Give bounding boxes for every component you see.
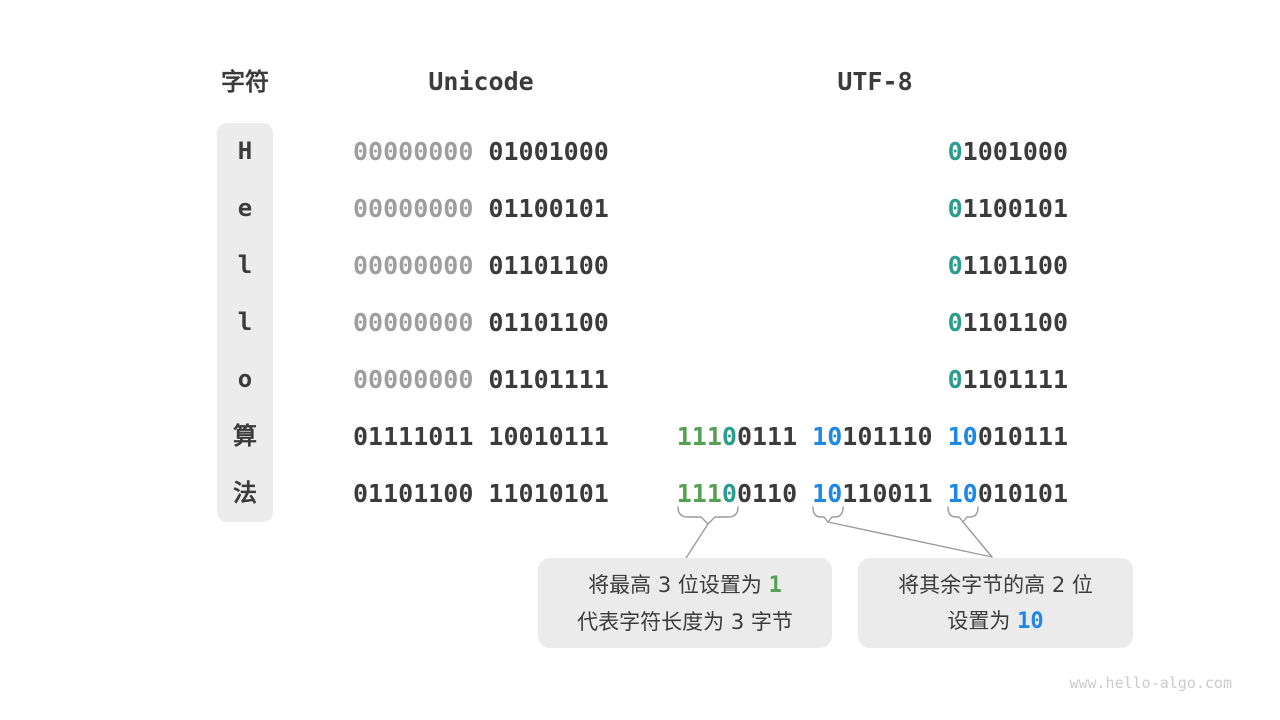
unicode-byte: 00000000 [353,137,474,166]
character-cell: o [237,365,253,393]
unicode-byte: 00000000 [353,308,474,337]
character-cell: 法 [233,479,257,507]
bit-segment: 0 [947,251,963,280]
unicode-byte: 00000000 [353,251,474,280]
unicode-bytes: 00000000 01101100 [353,294,609,351]
utf8-byte: 11100110 [677,465,797,522]
bit-segment: 10 [812,479,843,508]
bit-segment: 0 [947,308,963,337]
bit-segment: 1100101 [962,194,1068,223]
utf8-bytes: 01100101 [948,180,1068,237]
unicode-bytes: 00000000 01100101 [353,180,609,237]
unicode-byte: 01001000 [488,137,609,166]
note-line: 将其余字节的高 2 位 [898,572,1093,597]
connector-line-left [685,523,709,559]
note-line: 代表字符长度为 3 字节 [577,609,793,634]
bit-segment: 111 [676,479,722,508]
bit-segment: 010101 [977,479,1068,508]
bit-segment: 0 [721,422,737,451]
bit-segment: 010111 [977,422,1068,451]
unicode-byte: 00000000 [353,365,474,394]
note-text: 设置为 [947,608,1018,633]
utf8-bytes: 01101100 [948,237,1068,294]
unicode-byte: 01111011 [353,422,474,451]
note-text: 将最高 3 位设置为 [588,572,769,597]
connector-line-mid [827,521,993,558]
unicode-bytes: 01101100 11010101 [353,465,609,522]
unicode-byte: 01100101 [488,194,609,223]
utf8-byte: 01101100 [948,294,1068,351]
bit-segment: 101110 [842,422,933,451]
bit-segment: 0 [947,194,963,223]
column-header-utf8: UTF-8 [837,67,913,96]
character-column-strip [217,123,273,522]
bit-segment: 0 [721,479,737,508]
note-highlight-1: 1 [768,572,782,598]
utf8-byte: 10010111 [948,408,1068,465]
bit-segment: 110011 [842,479,933,508]
bit-segment: 0 [947,365,963,394]
unicode-byte: 11010101 [488,479,609,508]
bit-segment: 1101100 [962,308,1068,337]
unicode-byte: 00000000 [353,194,474,223]
character-cell: H [237,137,253,165]
character-cell: l [237,251,253,279]
bit-segment: 1001000 [962,137,1068,166]
bit-segment: 0111 [736,422,798,451]
unicode-bytes: 00000000 01101111 [353,351,609,408]
column-header-unicode: Unicode [428,67,534,96]
unicode-bytes: 01111011 10010111 [353,408,609,465]
unicode-byte: 01101100 [353,479,474,508]
note-box-continuation-bits: 将其余字节的高 2 位 设置为 10 [858,558,1133,648]
note-line: 将最高 3 位设置为 1 [538,567,832,604]
utf8-bytes: 01101111 [948,351,1068,408]
utf8-byte: 01001000 [948,123,1068,180]
utf8-bytes: 01101100 [948,294,1068,351]
bit-segment: 0 [947,137,963,166]
character-cell: l [237,308,253,336]
utf8-byte: 10101110 [812,408,932,465]
bit-segment: 1101100 [962,251,1068,280]
bit-segment: 10 [812,422,843,451]
bit-segment: 10 [947,479,978,508]
utf8-byte: 10010101 [948,465,1068,522]
connector-line-right [962,521,993,558]
character-cell: e [237,194,253,222]
note-line: 设置为 10 [858,603,1133,640]
column-header-character: 字符 [221,68,269,96]
utf8-byte: 10110011 [812,465,932,522]
unicode-byte: 01101100 [488,308,609,337]
note-highlight-10: 10 [1017,608,1044,634]
bit-segment: 0110 [736,479,798,508]
unicode-bytes: 00000000 01101100 [353,237,609,294]
utf8-bytes: 01001000 [948,123,1068,180]
bit-segment: 1101111 [962,365,1068,394]
note-box-leading-bits: 将最高 3 位设置为 1 代表字符长度为 3 字节 [538,558,832,648]
utf8-byte: 01100101 [948,180,1068,237]
unicode-byte: 01101100 [488,251,609,280]
utf8-byte: 01101100 [948,237,1068,294]
bit-segment: 111 [676,422,722,451]
utf8-byte: 01101111 [948,351,1068,408]
character-cell: 算 [233,422,257,450]
unicode-byte: 01101111 [488,365,609,394]
unicode-bytes: 00000000 01001000 [353,123,609,180]
watermark: www.hello-algo.com [1069,674,1232,692]
utf8-byte: 11100111 [677,408,797,465]
bit-segment: 10 [947,422,978,451]
unicode-byte: 10010111 [488,422,609,451]
